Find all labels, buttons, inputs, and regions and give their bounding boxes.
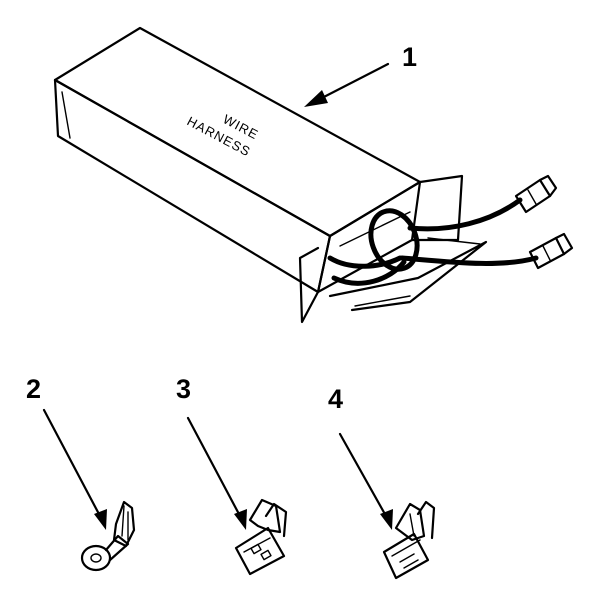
- upper-connector: [514, 174, 558, 214]
- box-label: WIRE HARNESS: [185, 111, 262, 159]
- lower-connector: [528, 232, 574, 270]
- wire-harness-box: [53, 26, 488, 324]
- flag-terminal-icon: [234, 498, 288, 576]
- callout-4-arrow: [338, 432, 393, 530]
- callout-3-arrow: [186, 416, 247, 530]
- ring-terminal-icon: [80, 500, 136, 572]
- callout-2: 2: [26, 374, 41, 404]
- callout-2-arrow: [42, 408, 107, 530]
- quick-disconnect-icon: [382, 500, 436, 580]
- callout-1-arrow: [304, 62, 390, 107]
- harness-wires: [327, 197, 539, 286]
- callout-3: 3: [176, 374, 191, 404]
- callout-1: 1: [402, 42, 417, 72]
- callout-4: 4: [328, 384, 343, 414]
